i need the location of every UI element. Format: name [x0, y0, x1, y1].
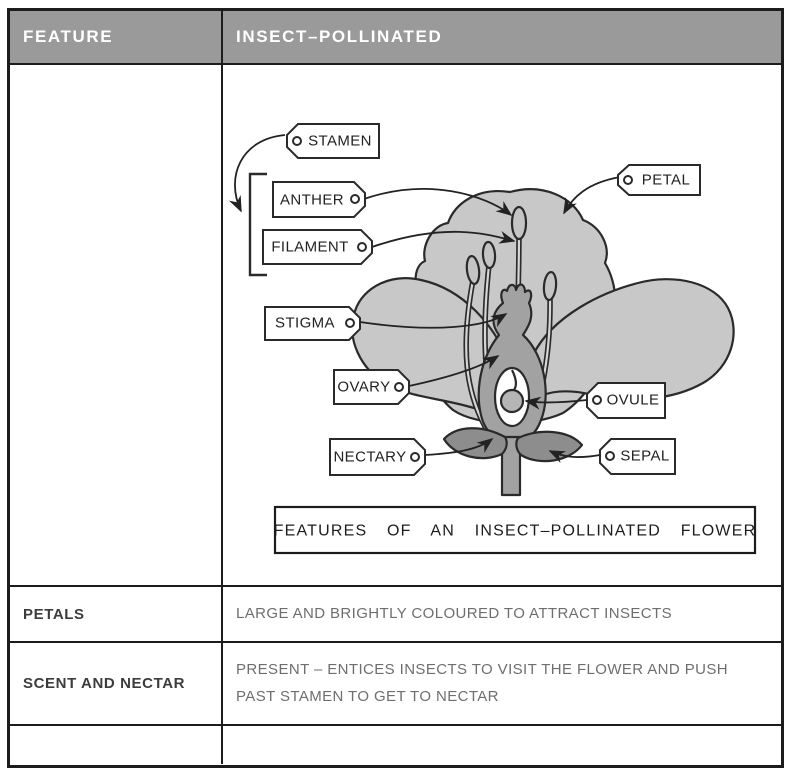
- partial-description-cell: [223, 726, 781, 764]
- stigma-arrow: [359, 313, 508, 329]
- anther-label: ANTHER: [280, 192, 344, 209]
- flower-diagram: STAMEN ANTHER FILAMENT: [228, 123, 757, 555]
- label-tag-petal: PETAL: [617, 164, 701, 196]
- diagram-row-feature-cell: [10, 65, 223, 585]
- anther-left-inner: [481, 240, 497, 270]
- ovule-arrow: [524, 396, 588, 410]
- caption-text: FEATURES OF AN INSECT–POLLINATED FLOWER: [274, 523, 757, 540]
- stamen-bracket: [248, 172, 267, 277]
- scent-feature-cell: SCENT AND NECTAR: [10, 643, 223, 724]
- filament-arrow: [371, 230, 516, 248]
- ovary-label: OVARY: [337, 379, 390, 396]
- petal-arrow: [563, 176, 621, 215]
- petals-description-cell: LARGE AND BRIGHTLY COLOURED TO ATTRACT I…: [223, 587, 781, 641]
- scent-description: PRESENT – ENTICES INSECTS TO VISIT THE F…: [236, 661, 728, 705]
- scent-feature-label: SCENT AND NECTAR: [23, 675, 186, 692]
- flower-illustration: [350, 188, 735, 497]
- petals-feature-cell: PETALS: [10, 587, 223, 641]
- nectary-arrow: [424, 438, 494, 456]
- diagram-row: STAMEN ANTHER FILAMENT: [10, 63, 781, 585]
- sepal-label: SEPAL: [620, 448, 669, 465]
- anther-right: [542, 270, 558, 302]
- scent-description-cell: PRESENT – ENTICES INSECTS TO VISIT THE F…: [223, 643, 781, 724]
- table-row: PETALS LARGE AND BRIGHTLY COLOURED TO AT…: [10, 585, 781, 641]
- petals-description: LARGE AND BRIGHTLY COLOURED TO ATTRACT I…: [236, 604, 672, 622]
- nectary-label: NECTARY: [333, 449, 406, 466]
- leader-arrows: [228, 134, 621, 463]
- label-tag-ovary: OVARY: [333, 369, 410, 405]
- label-tag-filament: FILAMENT: [262, 229, 373, 265]
- caption-box: FEATURES OF AN INSECT–POLLINATED FLOWER: [274, 505, 757, 555]
- stem: [500, 435, 522, 497]
- label-tag-nectary: NECTARY: [329, 438, 426, 476]
- table-row: SCENT AND NECTAR PRESENT – ENTICES INSEC…: [10, 641, 781, 724]
- petals-feature-label: PETALS: [23, 605, 85, 623]
- feature-header-label: FEATURE: [23, 27, 114, 46]
- anther-arrow: [363, 188, 513, 216]
- table-row-partial: [10, 724, 781, 764]
- petal-label: PETAL: [642, 172, 690, 189]
- stamen-label: STAMEN: [308, 133, 372, 150]
- col-header-feature: FEATURE: [10, 11, 223, 63]
- stigma-label: STIGMA: [275, 315, 335, 332]
- table-header-row: FEATURE INSECT–POLLINATED: [10, 11, 781, 63]
- label-tag-anther: ANTHER: [272, 181, 366, 218]
- partial-feature-cell: [10, 726, 223, 764]
- diagram-cell: STAMEN ANTHER FILAMENT: [223, 65, 781, 585]
- features-table: FEATURE INSECT–POLLINATED: [7, 8, 784, 768]
- filament-label: FILAMENT: [271, 239, 348, 256]
- label-tag-ovule: OVULE: [586, 382, 666, 419]
- insect-pollinated-header-label: INSECT–POLLINATED: [236, 27, 443, 46]
- label-tags: STAMEN ANTHER FILAMENT: [262, 123, 701, 476]
- ovule-label: OVULE: [607, 392, 660, 409]
- ovule-shape: [499, 388, 525, 414]
- label-tag-sepal: SEPAL: [599, 438, 676, 475]
- sepal-left: [442, 427, 508, 460]
- stamen-arrow: [228, 134, 286, 213]
- anther-center: [510, 205, 528, 241]
- sepal-arrow: [548, 450, 601, 463]
- ovary-arrow: [408, 355, 500, 387]
- label-tag-stigma: STIGMA: [264, 306, 361, 341]
- col-header-insect-pollinated: INSECT–POLLINATED: [223, 11, 781, 63]
- label-tag-stamen: STAMEN: [286, 123, 380, 159]
- anther-left-outer: [465, 254, 481, 286]
